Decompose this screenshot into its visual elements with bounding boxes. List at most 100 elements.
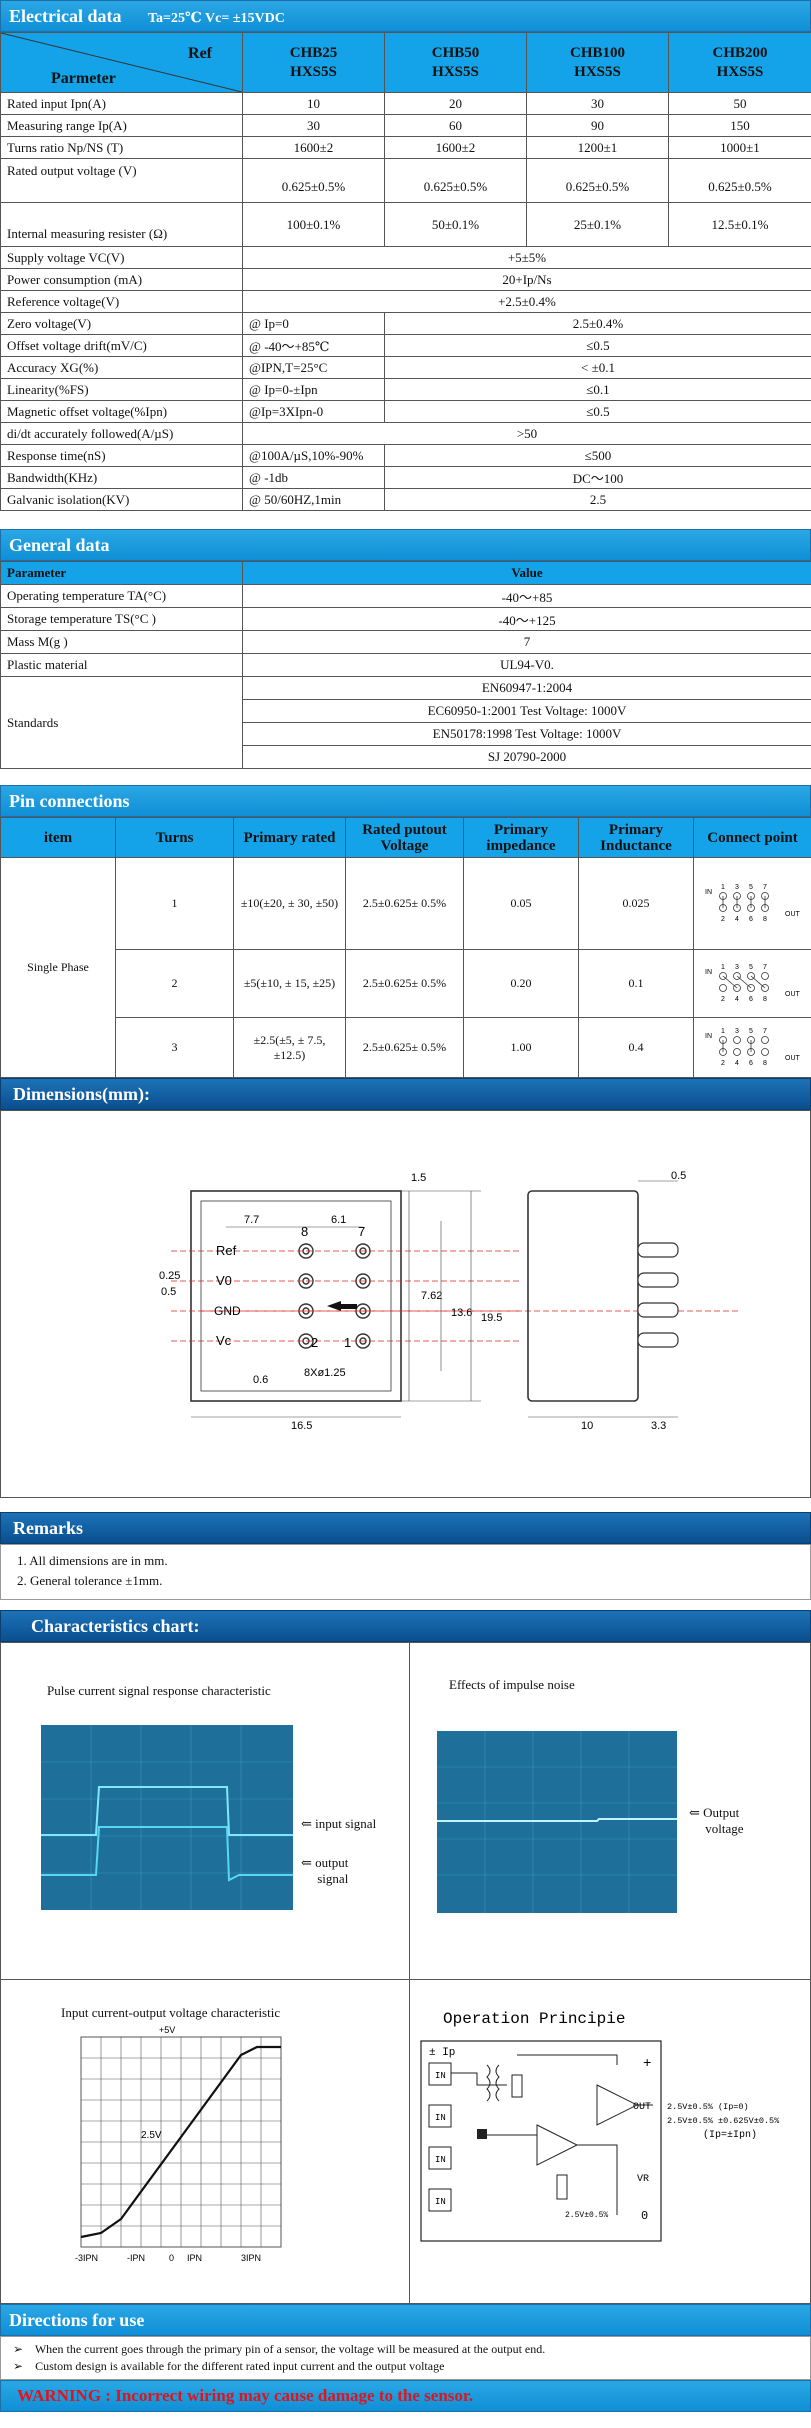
value-cell: ≤0.5 <box>384 334 811 357</box>
svg-text:3: 3 <box>735 884 739 891</box>
svg-text:0.25: 0.25 <box>159 1270 180 1282</box>
table-row: Supply voltage VC(V)+5±5% <box>0 246 811 269</box>
electrical-data-header: Electrical data Ta=25℃ Vc= ±15VDC <box>0 0 811 32</box>
param-cell: Galvanic isolation(KV) <box>0 488 243 511</box>
condition-cell: @Ip=3XIpn-0 <box>242 400 385 423</box>
svg-text:0.5: 0.5 <box>671 1170 686 1182</box>
svg-text:Operation Principie: Operation Principie <box>443 2010 625 2028</box>
general-data-header: General data <box>0 529 811 561</box>
pin-connections-header: Pin connections <box>0 785 811 817</box>
svg-text:10: 10 <box>581 1420 593 1432</box>
svg-text:0: 0 <box>641 2209 648 2223</box>
value-cell: 1200±1 <box>526 136 669 159</box>
condition-cell: @ Ip=0 <box>242 312 385 335</box>
parameter-label: Parmeter <box>51 70 116 87</box>
characteristics-header: Characteristics chart: <box>0 1610 811 1642</box>
svg-text:IN: IN <box>435 2197 446 2207</box>
remarks-header: Remarks <box>0 1512 811 1544</box>
pin-item-cell: Single Phase <box>0 857 116 1078</box>
table-row: Linearity(%FS)@ Ip=0-±Ipn≤0.1 <box>0 378 811 401</box>
remarks-list: 1. All dimensions are in mm. 2. General … <box>0 1544 811 1600</box>
value-cell: 0.625±0.5% <box>668 158 811 203</box>
svg-text:0: 0 <box>169 2253 174 2263</box>
condition-cell: @100A/µS,10%-90% <box>242 444 385 467</box>
svg-text:8: 8 <box>763 916 767 923</box>
table-row: Response time(nS)@100A/µS,10%-90%≤500 <box>0 444 811 467</box>
svg-text:1: 1 <box>721 964 725 971</box>
direction-item: ➢ When the current goes through the prim… <box>13 2342 546 2356</box>
pin-col-header: Primary impedance <box>463 817 579 858</box>
table-row: Operating temperature TA(°C)-40～+85 <box>0 584 811 608</box>
param-cell: Turns ratio Np/NS (T) <box>0 136 243 159</box>
characteristics-panel: Pulse current signal response characteri… <box>0 1642 811 2304</box>
param-cell: Linearity(%FS) <box>0 378 243 401</box>
svg-text:7.7: 7.7 <box>244 1214 259 1226</box>
svg-text:(Ip=±Ipn): (Ip=±Ipn) <box>703 2129 757 2141</box>
svg-text:0.6: 0.6 <box>253 1374 268 1386</box>
value-cell: 50 <box>668 92 811 115</box>
param-cell: Power consumption (mA) <box>0 268 243 291</box>
svg-text:+5V: +5V <box>159 2025 175 2035</box>
param-cell: Rated input Ipn(A) <box>0 92 243 115</box>
value-cell: 30 <box>242 114 385 137</box>
general-data-table: Parameter Value Operating temperature TA… <box>0 561 811 769</box>
electrical-data-title: Electrical data <box>9 6 122 26</box>
svg-text:2: 2 <box>721 916 725 923</box>
param-cell: Rated output voltage (V) <box>0 158 243 203</box>
svg-text:2.5V±0.5% (Ip=0): 2.5V±0.5% (Ip=0) <box>667 2102 749 2112</box>
svg-text:IN: IN <box>435 2155 446 2165</box>
param-cell: Reference voltage(V) <box>0 290 243 313</box>
value-cell: 25±0.1% <box>526 202 669 247</box>
svg-text:OUT: OUT <box>633 2102 651 2113</box>
svg-text:7: 7 <box>763 884 767 891</box>
param-cell: Internal measuring resister (Ω) <box>0 202 243 247</box>
svg-text:7: 7 <box>763 964 767 971</box>
svg-text:1.5: 1.5 <box>411 1172 426 1184</box>
svg-text:VR: VR <box>637 2174 649 2185</box>
remarks-title: Remarks <box>13 1518 83 1538</box>
svg-text:8: 8 <box>301 1224 308 1239</box>
general-data-title: General data <box>9 535 110 555</box>
svg-text:OUT: OUT <box>785 1055 801 1062</box>
svg-text:IN: IN <box>435 2071 446 2081</box>
svg-text:IN: IN <box>705 1033 712 1040</box>
direction-item: ➢ Custom design is available for the dif… <box>13 2359 445 2373</box>
condition-cell: @ -40～+85℃ <box>242 334 385 357</box>
table-row: Power consumption (mA)20+Ip/Ns <box>0 268 811 291</box>
pin-col-header: Primary Inductance <box>578 817 694 858</box>
value-cell: 20+Ip/Ns <box>242 268 811 291</box>
svg-text:7: 7 <box>763 1028 767 1035</box>
pulse-output-label: ⇐ output signal <box>301 1855 349 1886</box>
svg-text:3: 3 <box>735 964 739 971</box>
col-header-parameter: Parameter <box>0 561 243 585</box>
value-cell: ≤500 <box>384 444 811 467</box>
noise-output-label: ⇐ Output voltage <box>689 1805 744 1836</box>
directions-list: ➢ When the current goes through the prim… <box>0 2336 811 2380</box>
dimensions-drawing: Ref V0 GND Vc 8 7 2 1 7.7 6.1 1.5 7.62 1… <box>0 1110 811 1498</box>
value-cell: 12.5±0.1% <box>668 202 811 247</box>
svg-text:3.3: 3.3 <box>651 1420 666 1432</box>
table-row: 2 ±5(±10, ± 15, ±25) 2.5±0.625± 0.5% 0.2… <box>1 949 811 1018</box>
svg-text:7.62: 7.62 <box>421 1290 442 1302</box>
svg-text:8: 8 <box>763 1060 767 1067</box>
svg-text:OUT: OUT <box>785 911 801 918</box>
svg-text:4: 4 <box>735 916 739 923</box>
table-row: Single Phase 1 ±10(±20, ± 30, ±50) 2.5±0… <box>0 857 811 1078</box>
svg-text:6: 6 <box>749 996 753 1003</box>
svg-text:6.1: 6.1 <box>331 1214 346 1226</box>
value-cell: 1600±2 <box>242 136 385 159</box>
io-chart-title: Input current-output voltage characteris… <box>61 2005 281 2020</box>
svg-text:5: 5 <box>749 964 753 971</box>
svg-text:16.5: 16.5 <box>291 1420 312 1432</box>
svg-text:4: 4 <box>735 996 739 1003</box>
pulse-input-label: ⇐ input signal <box>301 1816 377 1831</box>
table-row: di/dt accurately followed(A/µS)>50 <box>0 422 811 445</box>
svg-text:6: 6 <box>749 916 753 923</box>
param-cell: Zero voltage(V) <box>0 312 243 335</box>
